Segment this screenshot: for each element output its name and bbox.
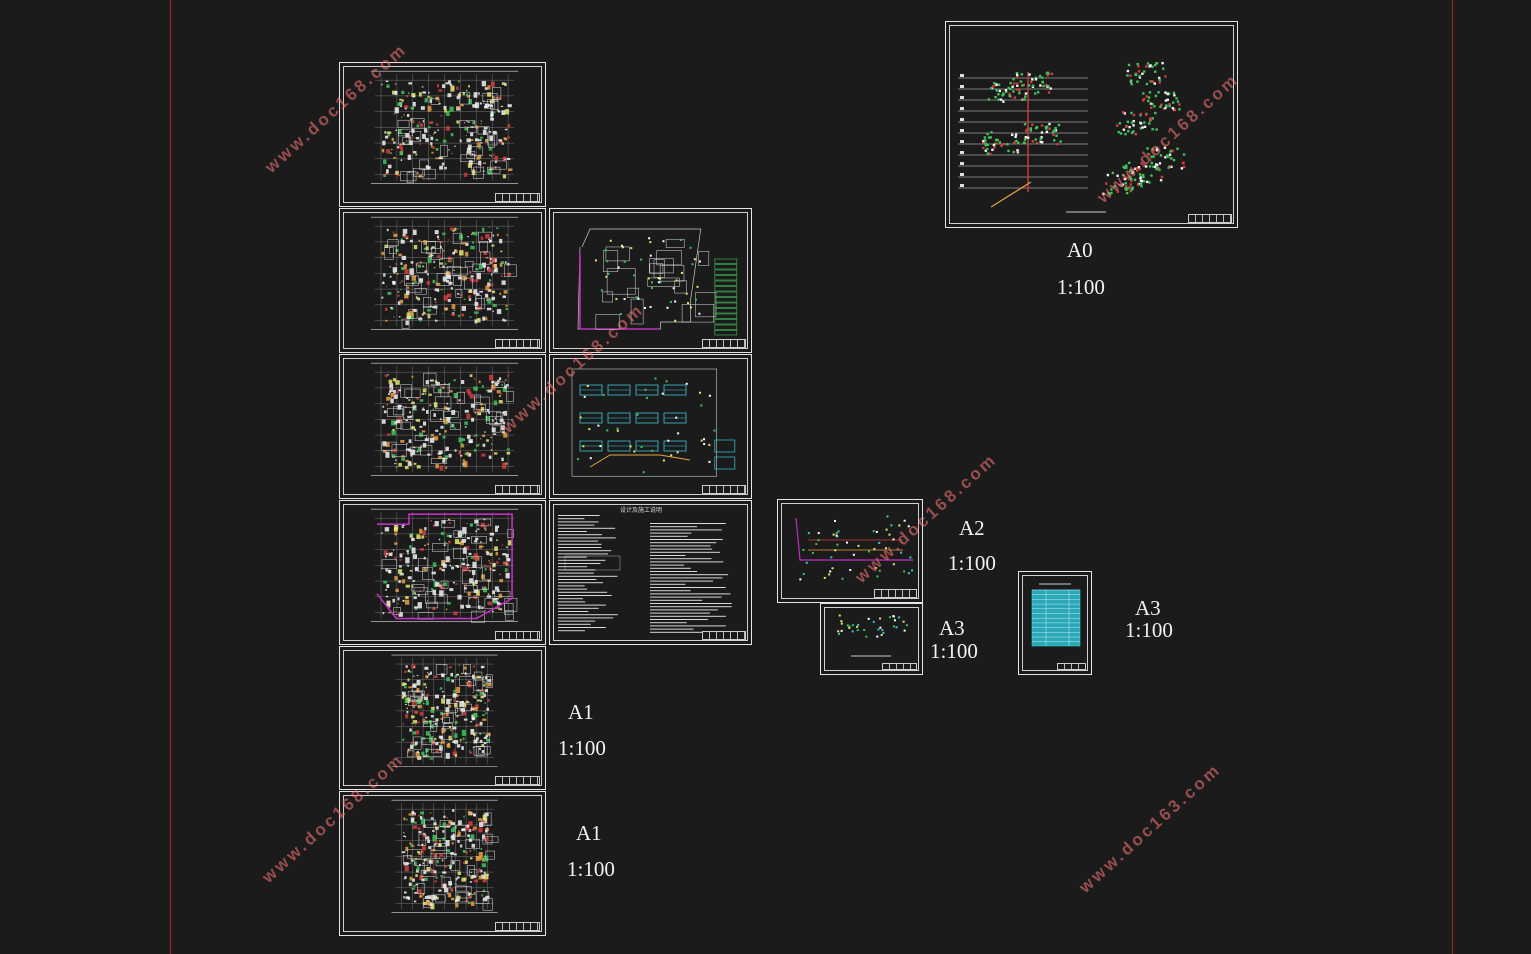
drawing-sheet-a3-detail[interactable] xyxy=(820,603,923,675)
title-block xyxy=(881,663,917,670)
scale-label-a1-top: 1:100 xyxy=(558,736,606,760)
drawing-sheet-a0-system-diagram[interactable] xyxy=(945,21,1238,228)
scale-label-a0: 1:100 xyxy=(1057,275,1105,299)
title-block xyxy=(494,922,540,931)
drawing-sheet-floor-plan-4[interactable] xyxy=(339,500,546,645)
title-block xyxy=(701,339,746,348)
title-block xyxy=(873,589,917,598)
sheet-size-label-a2: A2 xyxy=(959,516,985,540)
drawing-sheet-floor-plan-3[interactable] xyxy=(339,354,546,499)
sheet-size-label-a0: A0 xyxy=(1067,238,1093,262)
sheet-size-label-a3-right: A3 xyxy=(1135,596,1161,620)
drawing-sheet-floor-plan-5[interactable] xyxy=(339,646,546,790)
title-block xyxy=(1057,663,1086,670)
title-block xyxy=(701,631,746,640)
left-boundary-line xyxy=(170,0,171,954)
title-block xyxy=(494,485,540,494)
title-block xyxy=(494,631,540,640)
title-block xyxy=(701,485,746,494)
scale-label-a3-right: 1:100 xyxy=(1125,618,1173,642)
scale-label-a3-left: 1:100 xyxy=(930,639,978,663)
title-block xyxy=(494,193,540,202)
drawing-sheet-floor-plan-1[interactable] xyxy=(339,62,546,207)
sheet-size-label-a3-left: A3 xyxy=(939,616,965,640)
title-block xyxy=(494,776,540,785)
drawing-sheet-design-notes[interactable]: 设计及施工说明 xyxy=(549,500,752,645)
drawing-sheet-floor-plan-6[interactable] xyxy=(339,791,546,936)
sheet-size-label-a1-top: A1 xyxy=(568,700,594,724)
title-block xyxy=(1188,214,1232,223)
notes-title: 设计及施工说明 xyxy=(620,508,663,514)
sheet-size-label-a1-bottom: A1 xyxy=(576,821,602,845)
title-block xyxy=(494,339,540,348)
drawing-sheet-floor-plan-2[interactable] xyxy=(339,208,546,353)
scale-label-a2: 1:100 xyxy=(948,551,996,575)
right-boundary-line xyxy=(1452,0,1453,954)
watermark-text: www.doc163.com xyxy=(1075,759,1225,897)
drawing-sheet-equipment-plan[interactable] xyxy=(549,354,752,499)
drawing-sheet-a2-detail[interactable] xyxy=(777,499,923,603)
drawing-sheet-basement-plan[interactable] xyxy=(549,208,752,353)
scale-label-a1-bottom: 1:100 xyxy=(567,857,615,881)
drawing-sheet-a3-equipment-table[interactable] xyxy=(1018,571,1092,675)
